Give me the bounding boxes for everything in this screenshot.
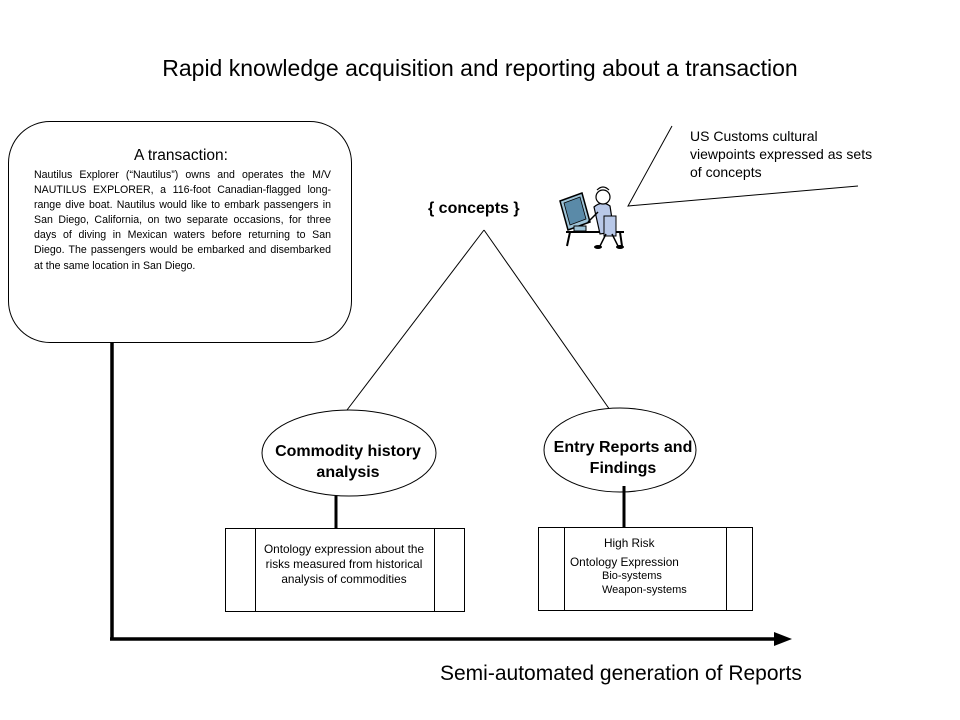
high-risk-label: High Risk	[604, 536, 655, 550]
customs-callout-text: US Customs cultural viewpoints expressed…	[690, 128, 873, 180]
transaction-box: A transaction: Nautilus Explorer (“Nauti…	[8, 121, 352, 343]
entry-reports-label: Entry Reports and Findings	[553, 439, 693, 477]
commodity-box-right-panel	[434, 528, 465, 612]
entry-box-right-panel	[726, 527, 753, 611]
diagram-title: Rapid knowledge acquisition and reportin…	[162, 55, 798, 81]
person-at-computer-icon	[559, 186, 624, 249]
bio-systems-label: Bio-systems	[602, 570, 662, 582]
transaction-body: Nautilus Explorer (“Nautilus”) owns and …	[34, 169, 331, 272]
transaction-heading: A transaction:	[134, 147, 228, 164]
footer-caption: Semi-automated generation of Reports	[440, 662, 802, 685]
callout-pointer	[627, 125, 859, 207]
concept-line-right	[483, 229, 611, 411]
ontology-expression-label: Ontology Expression	[570, 555, 679, 569]
concepts-label: { concepts }	[428, 200, 520, 217]
entry-ellipse	[543, 407, 697, 493]
weapon-systems-label: Weapon-systems	[602, 584, 687, 596]
entry-ontology-box	[538, 527, 753, 611]
commodity-ontology-text: Ontology expression about the risks meas…	[263, 542, 425, 586]
commodity-ellipse	[261, 409, 437, 497]
concept-line-left	[346, 229, 485, 411]
commodity-box-left-panel	[225, 528, 256, 612]
axis-arrowhead	[774, 632, 792, 646]
entry-box-left-panel	[538, 527, 565, 611]
commodity-history-label: Commodity history analysis	[275, 443, 421, 481]
